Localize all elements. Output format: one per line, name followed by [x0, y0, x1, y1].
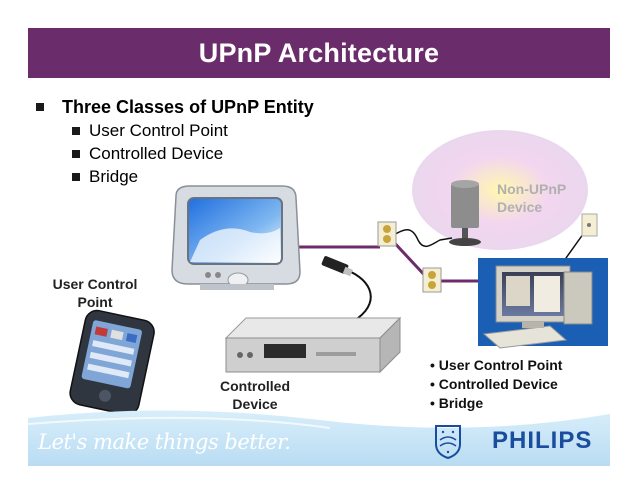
square-bullet-icon — [72, 149, 80, 158]
handheld-controller — [69, 309, 155, 416]
sub-bullet-text: Bridge — [89, 166, 139, 186]
sub-bullet: Controlled Device — [72, 142, 314, 165]
sub-bullet-text: Controlled Device — [89, 143, 224, 163]
label-line: Controlled — [220, 378, 290, 394]
pc-role-item: • Bridge — [430, 395, 484, 411]
network-plug — [321, 256, 353, 277]
label-line: User Control — [52, 276, 138, 292]
wall-outlet-right — [581, 213, 598, 237]
user-control-point-label: User Control Point — [40, 275, 150, 311]
sub-bullet-text: User Control Point — [89, 120, 228, 140]
label-line: Device — [497, 199, 543, 215]
label-line: Non-UPnP — [497, 181, 567, 197]
non-upnp-device-label: Non-UPnP Device — [497, 180, 587, 216]
square-bullet-icon — [72, 172, 80, 181]
sub-bullet: User Control Point — [72, 119, 314, 142]
bullet-list: Three Classes of UPnP Entity User Contro… — [36, 95, 314, 188]
personal-computer — [478, 258, 608, 349]
pc-role-item: • Controlled Device — [430, 376, 558, 392]
philips-logo: PHILIPS — [492, 427, 593, 454]
label-line: Device — [232, 396, 278, 412]
title-bar: UPnP Architecture — [28, 28, 610, 78]
pc-roles-list: • User Control Point • Controlled Device… — [430, 356, 562, 413]
controlled-device-label: Controlled Device — [210, 377, 300, 413]
non-upnp-lamp — [412, 130, 588, 250]
wall-outlet-upper — [377, 221, 397, 247]
label-line: Point — [77, 294, 113, 310]
square-bullet-icon — [36, 103, 44, 111]
philips-shield-icon — [435, 425, 461, 460]
square-bullet-icon — [72, 126, 80, 135]
slide-title: UPnP Architecture — [198, 37, 440, 68]
set-top-box — [224, 316, 402, 374]
television — [171, 185, 301, 290]
sub-bullet: Bridge — [72, 165, 314, 188]
main-bullet: Three Classes of UPnP Entity — [36, 95, 314, 119]
wall-outlet-lower — [422, 267, 442, 293]
footer-band — [27, 410, 610, 466]
pc-role-item: • User Control Point — [430, 357, 563, 373]
footer-tagline: Let's make things better. — [38, 430, 291, 454]
main-bullet-text: Three Classes of UPnP Entity — [62, 96, 314, 117]
